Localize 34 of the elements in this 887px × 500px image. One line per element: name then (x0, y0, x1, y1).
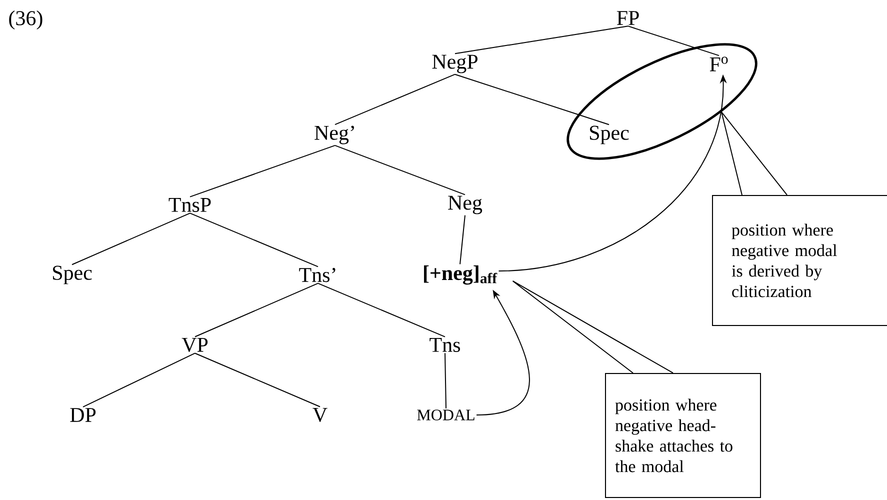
branch-line (194, 282, 318, 338)
tree-label: FP (616, 11, 639, 25)
callout-box: position where negative modal is derived by cliticization (712, 195, 887, 326)
branch-line (444, 352, 446, 409)
branch-line (628, 26, 720, 56)
branch-line (72, 212, 190, 266)
tree-label: [+neg]$_{aff}$ (424, 265, 498, 285)
example-number: (36) (9, 10, 42, 30)
tree-label: DP (70, 408, 96, 422)
tree-label: TnsP (168, 198, 211, 212)
branch-line (460, 214, 466, 265)
callout-box: position where negative head-shake attaches to the modal (605, 373, 761, 498)
branch-line (318, 282, 446, 338)
tree-label: Neg (448, 196, 482, 214)
branch-line (190, 212, 318, 268)
branch-line (82, 352, 196, 408)
tree-label: V (312, 408, 328, 422)
branch-line (454, 26, 628, 54)
tree-label: Neg’ (314, 126, 354, 144)
tree-label: MODAL (417, 410, 474, 420)
tree-label: F$^{o}$ (710, 56, 728, 72)
branch-line (454, 74, 610, 126)
branch-line (194, 352, 320, 408)
tree-label: Tns’ (299, 268, 336, 282)
tree-label: Tns (430, 338, 460, 352)
callout-pointer (512, 280, 674, 374)
branch-line (190, 144, 336, 198)
tree-label: Spec (590, 126, 629, 144)
tree-label: Spec (53, 266, 92, 284)
tree-label: VP (182, 338, 208, 352)
tree-label: NegP (432, 54, 478, 74)
callout-pointer (720, 111, 788, 196)
branch-line (334, 74, 456, 126)
branch-line (334, 144, 466, 196)
